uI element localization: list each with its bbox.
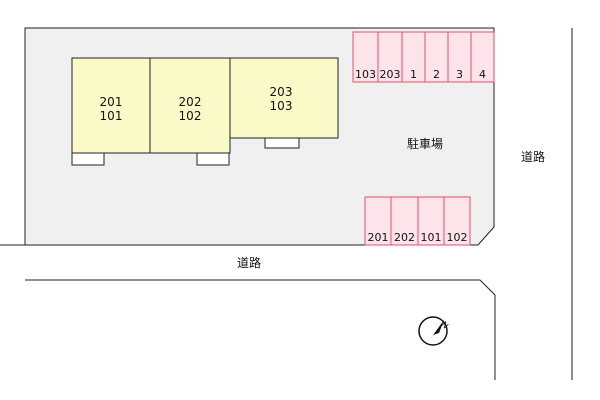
parking-top-row: 103 203 1 2 3 4 (352, 31, 495, 83)
parking-label: 103 (355, 68, 376, 81)
porch-2 (196, 152, 230, 166)
parking-space (470, 31, 495, 83)
parking-space (352, 31, 379, 83)
parking-lot-label: 駐車場 (407, 136, 443, 151)
parking-label: 201 (368, 231, 389, 244)
building-2-upper-label: 202 (179, 95, 202, 109)
building-1-lower-label: 101 (100, 109, 123, 123)
parking-label: 202 (394, 231, 415, 244)
building-2-lower-label: 102 (179, 109, 202, 123)
building-1-upper-label: 201 (100, 95, 123, 109)
north-arrow-icon: N (418, 316, 450, 346)
parking-bottom-row: 201 202 101 102 (364, 196, 471, 246)
building-unit-1 (71, 57, 151, 154)
building-3-lower-label: 103 (270, 99, 293, 113)
parking-label: 203 (380, 68, 401, 81)
building-group: 201 101 202 102 203 103 (71, 57, 339, 166)
building-3-upper-label: 203 (270, 85, 293, 99)
north-label: N (439, 320, 450, 331)
parking-space (364, 196, 392, 246)
parking-label: 2 (433, 68, 440, 81)
parking-label: 102 (447, 231, 468, 244)
parking-space (377, 31, 403, 83)
parking-label: 4 (479, 68, 486, 81)
parking-space (417, 196, 445, 246)
parking-space (443, 196, 471, 246)
porch-1 (71, 152, 105, 166)
porch-3 (264, 137, 300, 149)
parking-label: 3 (456, 68, 463, 81)
parking-label: 1 (410, 68, 417, 81)
road-bottom-label: 道路 (237, 255, 261, 270)
road-right-label: 道路 (521, 149, 545, 164)
parking-label: 101 (421, 231, 442, 244)
building-unit-3 (229, 57, 339, 139)
road-edge-bottom (25, 279, 496, 380)
